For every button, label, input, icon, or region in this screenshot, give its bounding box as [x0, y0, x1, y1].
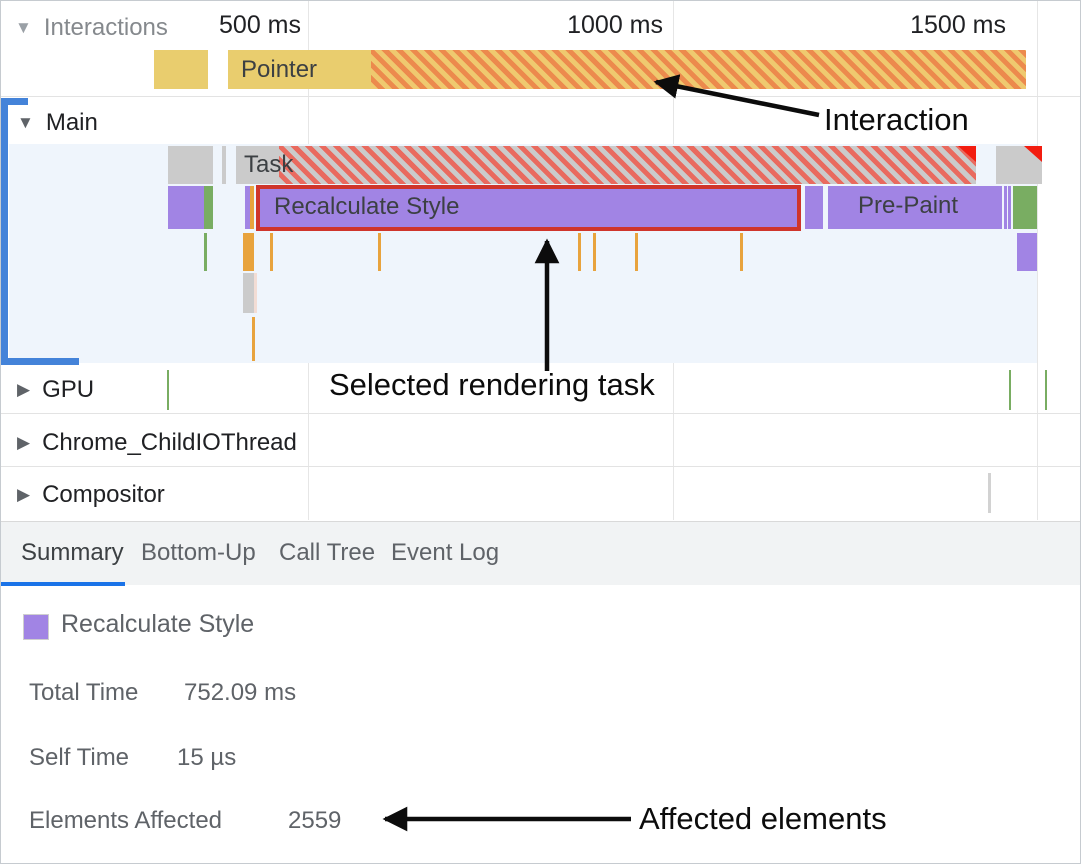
task-event-bar[interactable]: [996, 146, 1042, 184]
summary-row-label: Elements Affected: [29, 807, 223, 834]
ruler-tick-1500ms: 1500 ms: [910, 11, 1006, 39]
event-bar-green[interactable]: [204, 186, 213, 229]
event-bar-green[interactable]: [1013, 186, 1037, 229]
pointer-interaction-label: Pointer: [241, 56, 318, 83]
event-bar-purple[interactable]: [1008, 186, 1011, 229]
pointer-interaction-bar[interactable]: Pointer: [228, 50, 1026, 89]
tab-bottom-up[interactable]: Bottom-Up: [141, 539, 256, 566]
event-bar-purple[interactable]: [168, 186, 204, 229]
event-color-swatch: [23, 614, 49, 640]
event-bar-orange[interactable]: [635, 233, 638, 271]
track-childio-toggle[interactable]: ▶ Chrome_ChildIOThread: [17, 429, 297, 457]
selected-track-bracket-bottom: [1, 358, 79, 365]
bottom-panel-tabbar: Summary Bottom-Up Call Tree Event Log: [1, 521, 1080, 586]
disclosure-expanded-icon: ▼: [15, 18, 32, 37]
disclosure-collapsed-icon: ▶: [17, 433, 31, 452]
selected-track-bracket-top: [1, 98, 28, 105]
annotation-selected-task: Selected rendering task: [329, 367, 655, 402]
summary-row-value: 752.09 ms: [184, 679, 297, 706]
event-bar-orange[interactable]: [740, 233, 743, 271]
event-bar-purple[interactable]: [805, 186, 823, 229]
track-main-toggle[interactable]: ▼ Main: [17, 109, 98, 137]
event-bar-orange[interactable]: [270, 233, 273, 271]
summary-row-value: 2559: [288, 807, 342, 834]
gpu-event-sliver[interactable]: [1009, 370, 1011, 410]
track-compositor-label: Compositor: [42, 481, 165, 508]
interaction-event-bar[interactable]: [154, 50, 208, 89]
event-bar-purple[interactable]: [245, 186, 250, 229]
recalculate-style-label: Recalculate Style: [274, 193, 460, 220]
pre-paint-label: Pre-Paint: [858, 192, 959, 219]
task-event-bar[interactable]: [168, 146, 213, 184]
tab-summary[interactable]: Summary: [21, 539, 124, 566]
compositor-event-sliver[interactable]: [988, 473, 991, 513]
annotation-affected-elements: Affected elements: [639, 801, 887, 836]
task-warning-triangle-icon: [1024, 146, 1042, 162]
long-task-candy-stripe: [279, 146, 976, 184]
ruler-gridline: [1037, 1, 1038, 520]
summary-event-name: Recalculate Style: [61, 610, 255, 638]
event-bar-orange[interactable]: [578, 233, 581, 271]
ruler-tick-1000ms: 1000 ms: [567, 11, 663, 39]
event-bar-pink[interactable]: [254, 273, 257, 313]
event-bar-purple[interactable]: [1004, 186, 1007, 229]
disclosure-collapsed-icon: ▶: [17, 485, 31, 504]
ruler-tick-500ms: 500 ms: [219, 11, 301, 39]
disclosure-expanded-icon: ▼: [17, 113, 34, 132]
gpu-event-sliver[interactable]: [1045, 370, 1047, 410]
annotation-interaction: Interaction: [824, 102, 969, 137]
event-bar-orange[interactable]: [252, 317, 255, 361]
event-bar-orange[interactable]: [378, 233, 381, 271]
summary-row-label: Self Time: [29, 744, 130, 771]
task-bar-label: Task: [244, 151, 294, 178]
active-tab-underline: [1, 582, 125, 586]
selected-track-bracket: [1, 98, 8, 365]
track-gpu-label: GPU: [42, 376, 95, 403]
track-interactions-label: Interactions: [43, 14, 168, 41]
selected-recalculate-style-bar[interactable]: Recalculate Style: [256, 185, 801, 231]
task-event-bar[interactable]: [222, 146, 226, 184]
track-gpu-toggle[interactable]: ▶ GPU: [17, 376, 94, 404]
gpu-event-sliver[interactable]: [167, 370, 169, 410]
track-separator: [1, 96, 1080, 97]
pre-paint-bar[interactable]: Pre-Paint: [828, 186, 1002, 229]
tab-event-log[interactable]: Event Log: [391, 539, 500, 566]
interaction-candy-stripe: [371, 50, 1026, 89]
track-interactions-toggle[interactable]: ▼ Interactions: [15, 14, 168, 42]
track-separator: [1, 466, 1080, 467]
summary-row-label: Total Time: [29, 679, 139, 706]
event-bar-orange[interactable]: [593, 233, 596, 271]
track-compositor-toggle[interactable]: ▶ Compositor: [17, 481, 165, 509]
event-bar-purple[interactable]: [1017, 233, 1037, 271]
track-childio-label: Chrome_ChildIOThread: [42, 429, 297, 456]
event-bar-green[interactable]: [204, 233, 207, 271]
event-bar-gray[interactable]: [243, 273, 254, 313]
disclosure-collapsed-icon: ▶: [17, 380, 31, 399]
tab-call-tree[interactable]: Call Tree: [279, 539, 376, 566]
track-separator: [1, 413, 1080, 414]
event-bar-orange[interactable]: [243, 233, 254, 271]
event-bar-orange[interactable]: [250, 186, 254, 229]
track-main-label: Main: [45, 109, 98, 136]
summary-row-value: 15 µs: [177, 744, 237, 771]
long-task-bar[interactable]: Task: [236, 146, 976, 184]
